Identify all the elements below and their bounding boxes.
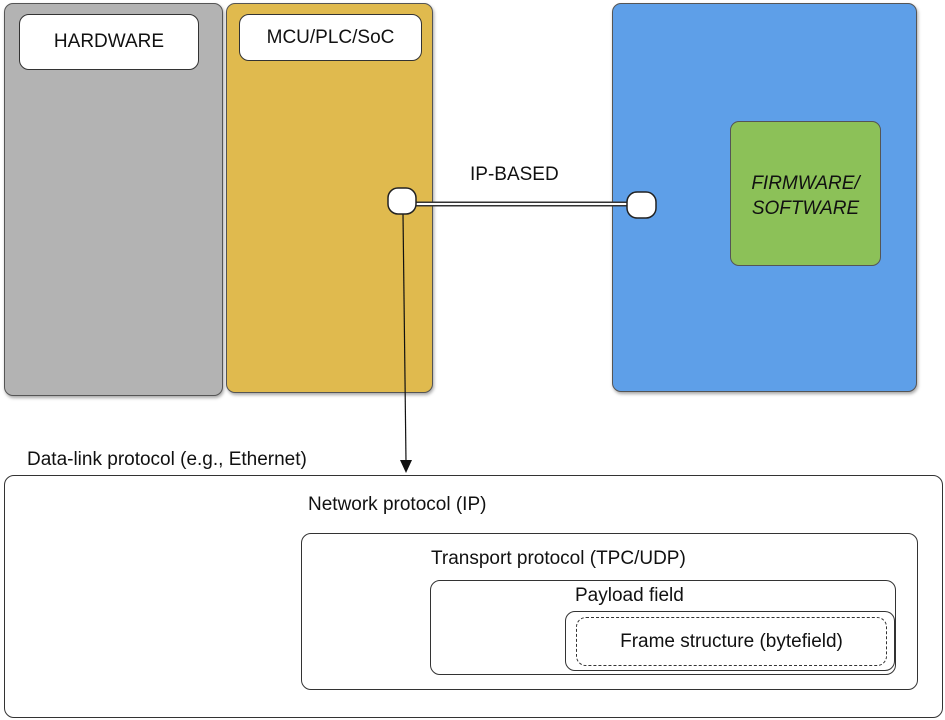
mcu-port [387,187,417,215]
firmware-block [730,121,881,266]
payload-label: Payload field [575,585,684,606]
network-label: Network protocol (IP) [308,494,487,515]
arrow-head-icon [400,460,412,473]
ip-based-label: IP-BASED [470,164,559,185]
data-link-label: Data-link protocol (e.g., Ethernet) [27,449,307,470]
firmware-label: FIRMWARE/ SOFTWARE [751,173,860,219]
hardware-label: HARDWARE [19,14,199,70]
frame-label: Frame structure (bytefield) [620,631,843,652]
transport-label: Transport protocol (TPC/UDP) [431,548,686,569]
down-arrow-line [402,213,407,463]
host-port [626,191,657,219]
mcu-label: MCU/PLC/SoC [239,14,422,61]
frame-structure [576,617,887,666]
